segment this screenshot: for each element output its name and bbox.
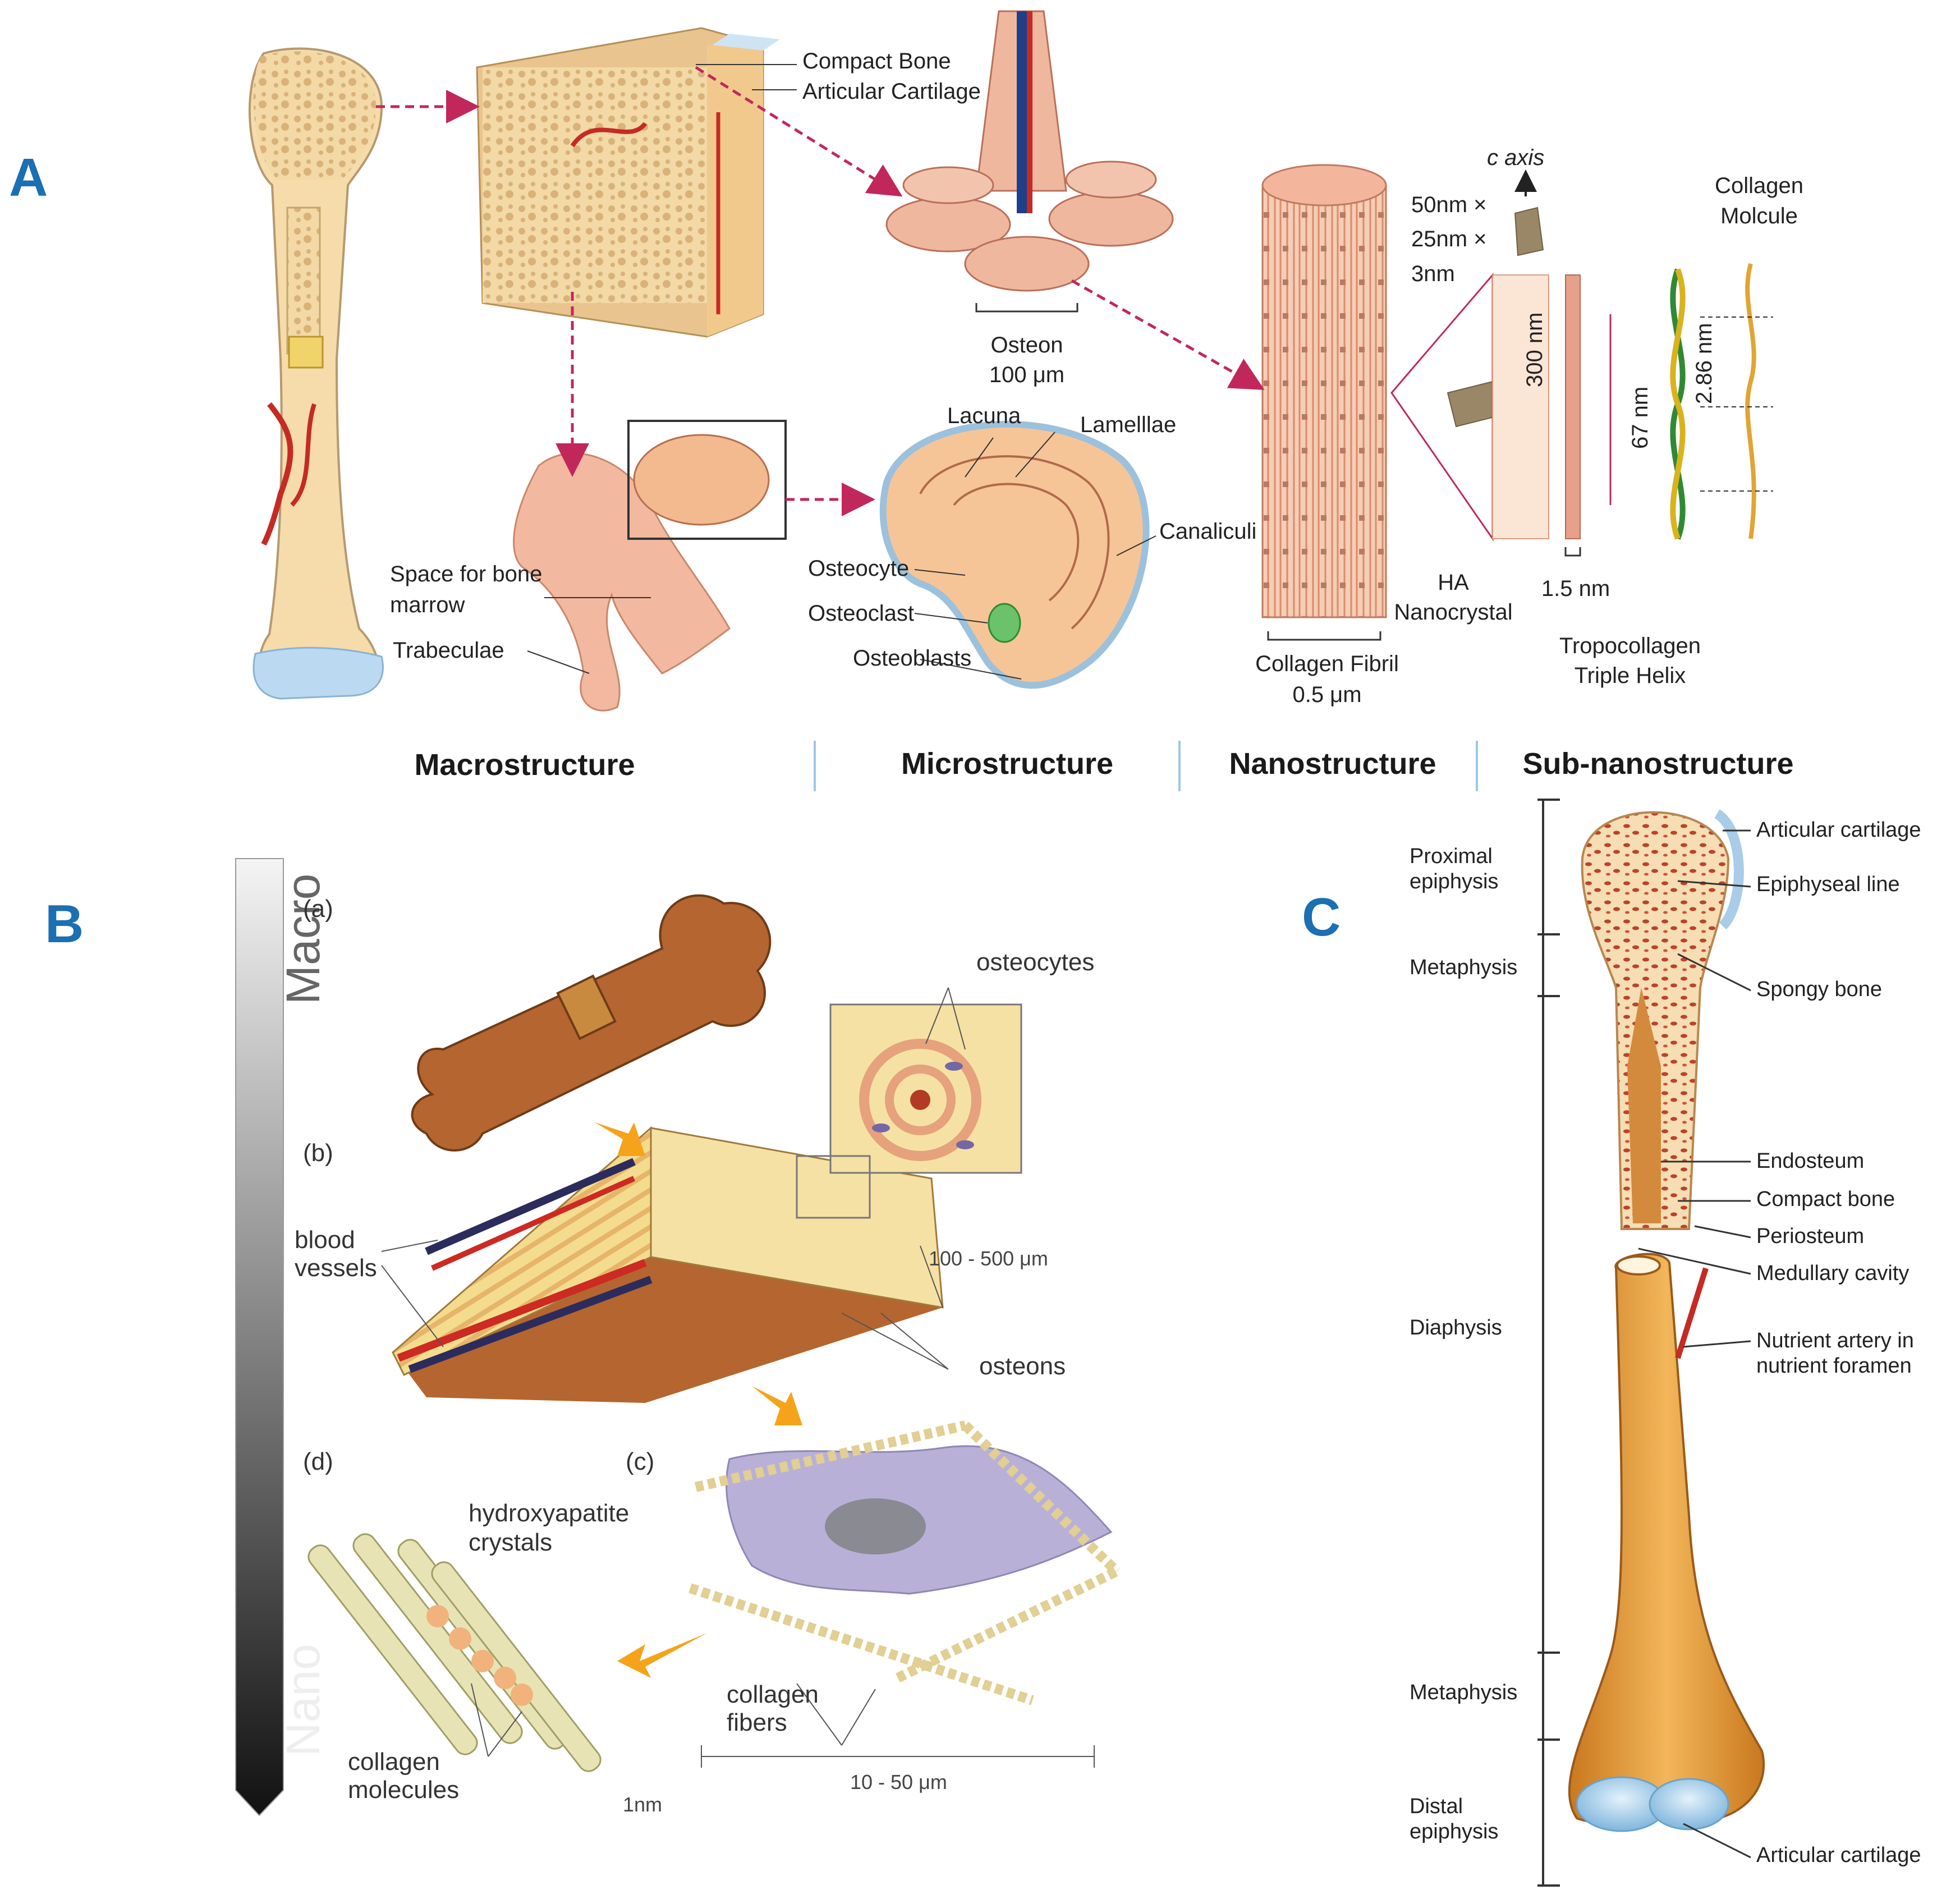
- c-label-spongy-bone: Spongy bone: [1756, 978, 1882, 1001]
- a-label-nm-286: 2.86 nm: [1692, 323, 1716, 404]
- a-label-lacuna: Lacuna: [947, 403, 1021, 428]
- c-label-proximal-1: Proximal: [1410, 845, 1493, 868]
- a-label-trabeculae: Trabeculae: [393, 638, 504, 663]
- c-label-diaphysis: Diaphysis: [1410, 1316, 1502, 1340]
- panel-b-artwork: [235, 858, 1121, 1817]
- panel-letter-b: B: [45, 894, 84, 954]
- c-label-medullary-cavity: Medullary cavity: [1756, 1262, 1909, 1285]
- a-label-space-marrow-1: Space for bone: [390, 562, 543, 586]
- b-flow-arrows: [595, 1122, 802, 1678]
- b-leader-lines: [381, 987, 1095, 1768]
- a-spongy-block: [476, 27, 780, 338]
- b-step-a: (a): [303, 895, 333, 923]
- panel-letter-c: C: [1302, 887, 1341, 947]
- a-separator: [814, 741, 816, 791]
- a-label-collagen-molecule-2: Molcule: [1720, 204, 1798, 228]
- a-lamellae: [879, 421, 1150, 689]
- a-label-collagen-fibril: Collagen Fibril: [1255, 652, 1399, 676]
- c-label-nutrient-1: Nutrient artery in: [1756, 1329, 1914, 1352]
- a-tropocollagen: [1390, 263, 1773, 557]
- a-label-dim-3: 3nm: [1411, 262, 1455, 286]
- c-label-endosteum: Endosteum: [1756, 1149, 1865, 1173]
- b-label-collagen-fibers-2: fibers: [727, 1709, 787, 1736]
- b-step-b: (b): [303, 1139, 333, 1167]
- b-step-c: (c): [626, 1448, 655, 1475]
- a-label-c-axis: c axis: [1487, 145, 1545, 170]
- c-label-distal-2: epiphysis: [1410, 1820, 1499, 1843]
- b-label-collagen-molecules-1: collagen: [348, 1748, 440, 1776]
- b-label-ha-crystals-2: crystals: [469, 1529, 553, 1556]
- a-collagen-fibril: [1261, 164, 1387, 641]
- a-label-collagen-molecule-1: Collagen: [1715, 173, 1803, 198]
- a-label-dim-1: 50nm ×: [1411, 192, 1487, 217]
- a-label-tropocollagen-1: Tropocollagen: [1559, 634, 1701, 658]
- b-label-ha-crystals-1: hydroxyapatite: [469, 1499, 630, 1527]
- a-label-fibril-size: 0.5 μm: [1292, 682, 1362, 707]
- b-step-d: (d): [303, 1448, 333, 1475]
- c-label-epiphyseal-line: Epiphyseal line: [1756, 873, 1900, 896]
- b-label-osteons: osteons: [979, 1352, 1066, 1380]
- b-scale-bar: [235, 858, 284, 1817]
- a-label-osteoclast: Osteoclast: [808, 601, 914, 626]
- a-label-nm-15: 1.5 nm: [1541, 576, 1610, 601]
- b-osteon-zoom: [796, 1003, 1022, 1219]
- a-heading-macrostructure: Macrostructure: [414, 748, 635, 782]
- b-collagen-molecules: [307, 1533, 602, 1772]
- a-heading-sub-nanostructure: Sub-nanostructure: [1522, 747, 1794, 781]
- c-label-articular-bottom: Articular cartilage: [1756, 1843, 1921, 1867]
- b-scale-macro: Macro: [277, 873, 329, 1004]
- a-separator: [1476, 741, 1478, 791]
- a-long-bone: [248, 47, 384, 700]
- a-label-articular-cartilage: Articular Cartilage: [802, 79, 981, 104]
- c-label-compact-bone: Compact bone: [1756, 1187, 1895, 1211]
- a-label-canaliculi: Canaliculi: [1159, 519, 1257, 544]
- c-label-periosteum: Periosteum: [1756, 1224, 1865, 1248]
- b-collagen-cell: [688, 1420, 1121, 1705]
- c-label-metaphysis-bottom: Metaphysis: [1410, 1681, 1518, 1704]
- c-label-nutrient-2: nutrient foramen: [1756, 1354, 1912, 1378]
- a-label-space-marrow-2: marrow: [390, 593, 465, 617]
- a-label-compact-bone: Compact Bone: [802, 49, 951, 74]
- a-heading-nanostructure: Nanostructure: [1229, 747, 1436, 781]
- a-trabeculae: [513, 420, 787, 712]
- c-leader-lines: [1638, 829, 1751, 1859]
- a-label-tropocollagen-2: Triple Helix: [1574, 663, 1686, 688]
- b-label-1nm: 1nm: [623, 1793, 663, 1816]
- a-label-osteoblasts: Osteoblasts: [853, 646, 972, 671]
- a-label-osteon: Osteon: [990, 333, 1063, 357]
- c-label-metaphysis-top: Metaphysis: [1410, 956, 1518, 979]
- a-label-osteon-size: 100 μm: [989, 363, 1065, 387]
- b-label-blood-vessels-1: blood: [295, 1226, 355, 1254]
- b-label-blood-vessels-2: vessels: [295, 1254, 377, 1282]
- a-label-osteocyte: Osteocyte: [808, 556, 910, 581]
- a-osteon-diagram: [885, 10, 1174, 313]
- b-scale-nano: Nano: [277, 1644, 329, 1756]
- c-label-articular-top: Articular cartilage: [1756, 818, 1921, 842]
- c-label-proximal-2: epiphysis: [1410, 870, 1499, 893]
- a-dashed-arrows: [376, 66, 1265, 516]
- a-ha-nanocrystal: [1447, 169, 1544, 428]
- a-label-ha-2: Nanocrystal: [1394, 600, 1513, 625]
- a-label-dim-2: 25nm ×: [1411, 227, 1487, 251]
- c-label-distal-1: Distal: [1410, 1795, 1463, 1818]
- panel-letter-a: A: [9, 148, 48, 208]
- a-separator: [1178, 741, 1181, 791]
- b-label-osteon-size: 100 - 500 μm: [929, 1247, 1048, 1270]
- c-humerus: [1568, 809, 1765, 1832]
- panel-c-artwork: [1537, 799, 1765, 1887]
- b-label-collagen-molecules-2: molecules: [348, 1776, 460, 1804]
- a-leader-lines: [527, 64, 1156, 680]
- b-bone-macro: [411, 894, 772, 1152]
- a-heading-microstructure: Microstructure: [901, 747, 1114, 781]
- b-label-collagen-fibers-1: collagen: [727, 1681, 819, 1708]
- a-label-nm-67: 67 nm: [1628, 386, 1653, 449]
- a-label-nm-300: 300 nm: [1522, 312, 1547, 387]
- b-label-fiber-size: 10 - 50 μm: [850, 1770, 947, 1794]
- a-label-lamellae: Lamelllae: [1080, 412, 1177, 437]
- b-label-osteocytes: osteocytes: [976, 948, 1095, 976]
- a-label-ha-1: HA: [1438, 570, 1469, 595]
- panel-a-artwork: [248, 10, 1773, 791]
